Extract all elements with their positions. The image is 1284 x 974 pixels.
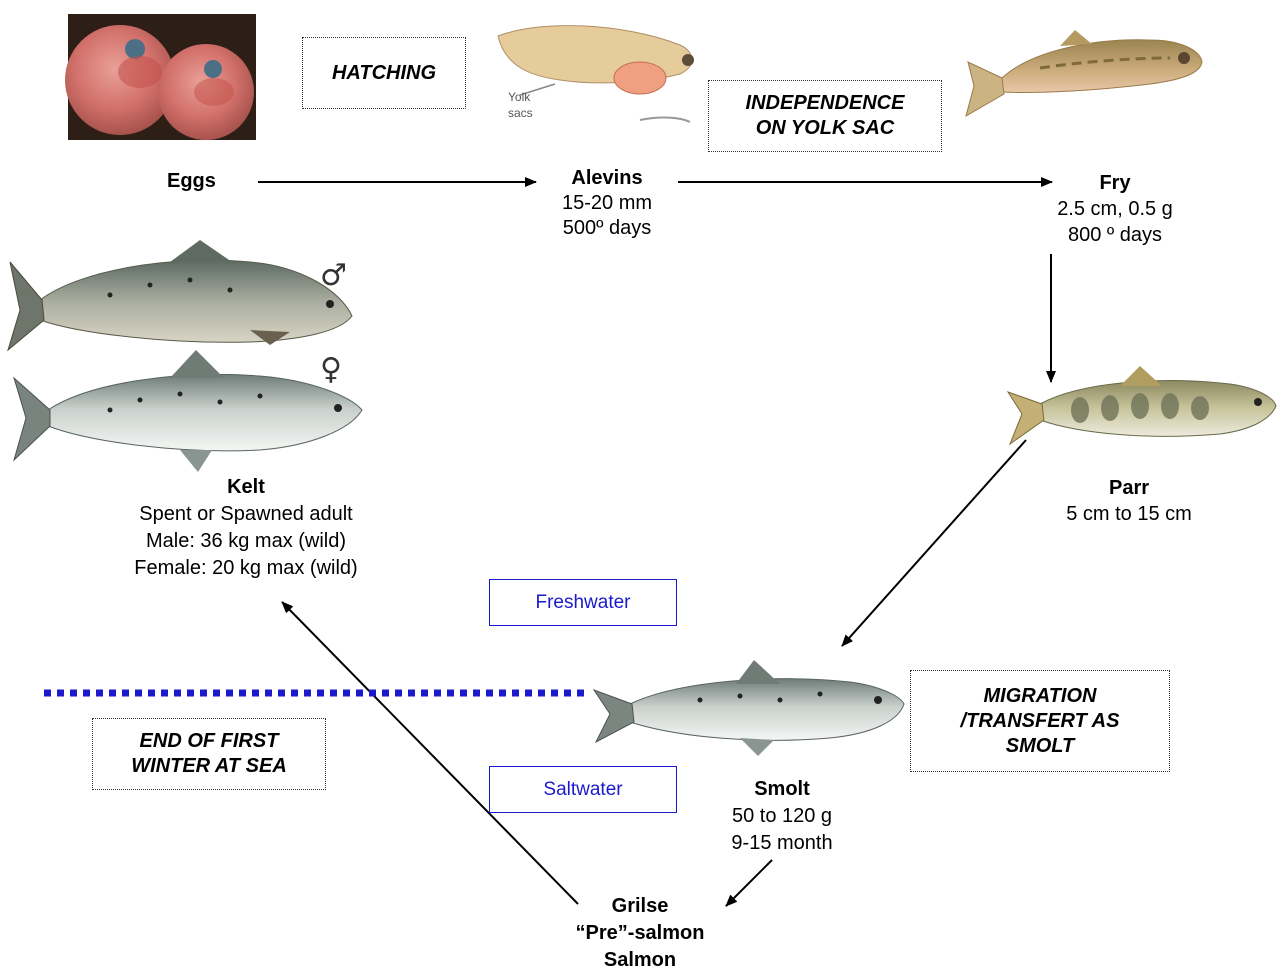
hatching-event-box: HATCHING (302, 37, 466, 109)
alevins-degree-days: 500º days (527, 216, 687, 241)
end-winter-line2: WINTER AT SEA (131, 754, 287, 779)
kelt-description: Spent or Spawned adult (96, 501, 396, 528)
smolt-drawing (594, 660, 904, 756)
yolk-label-line2: sacs (508, 105, 533, 121)
independence-line1: INDEPENDENCE (746, 91, 905, 116)
kelt-stage: Kelt Spent or Spawned adult Male: 36 kg … (96, 474, 396, 582)
migration-line2: /TRANSFERT AS (961, 709, 1120, 734)
parr-name: Parr (1044, 475, 1214, 501)
freshwater-zone-box: Freshwater (489, 579, 677, 626)
smolt-weight: 50 to 120 g (700, 803, 864, 830)
fry-degree-days: 800 º days (1030, 222, 1200, 248)
parr-size: 5 cm to 15 cm (1044, 501, 1214, 527)
kelt-male-max: Male: 36 kg max (wild) (96, 528, 396, 555)
parr-stage: Parr 5 cm to 15 cm (1044, 475, 1214, 527)
smolt-age: 9-15 month (700, 830, 864, 857)
arrow-grilse-to-kelt (282, 602, 578, 904)
fry-size: 2.5 cm, 0.5 g (1030, 196, 1200, 222)
smolt-stage: Smolt 50 to 120 g 9-15 month (700, 776, 864, 857)
male-adult-drawing (8, 240, 352, 350)
male-symbol: ♂ (320, 258, 347, 293)
saltwater-label: Saltwater (543, 779, 622, 801)
kelt-female-max: Female: 20 kg max (wild) (96, 555, 396, 582)
alevins-name: Alevins (527, 166, 687, 191)
independence-line2: ON YOLK SAC (756, 116, 895, 141)
yolk-label-line1: Yolk (508, 89, 533, 105)
alevin-yolk-label: Yolk sacs (508, 89, 533, 121)
alevins-stage: Alevins 15-20 mm 500º days (527, 166, 687, 242)
female-adult-drawing (14, 350, 362, 472)
grilse-name: Grilse (540, 893, 740, 920)
migration-line1: MIGRATION (984, 684, 1097, 709)
fry-stage: Fry 2.5 cm, 0.5 g 800 º days (1030, 170, 1200, 248)
fry-drawing (966, 30, 1202, 116)
fry-name: Fry (1030, 170, 1200, 196)
alevins-length: 15-20 mm (527, 191, 687, 216)
migration-line3: SMOLT (1006, 734, 1075, 759)
migration-event-box: MIGRATION /TRANSFERT AS SMOLT (910, 670, 1170, 772)
eggs-stage-label: Eggs (167, 170, 216, 193)
pre-salmon-name: “Pre”-salmon (540, 920, 740, 947)
independence-event-box: INDEPENDENCE ON YOLK SAC (708, 80, 942, 152)
freshwater-label: Freshwater (535, 592, 630, 614)
smolt-name: Smolt (700, 776, 864, 803)
saltwater-zone-box: Saltwater (489, 766, 677, 813)
female-symbol: ♀ (320, 352, 342, 387)
kelt-name: Kelt (96, 474, 396, 501)
eggs-photo (65, 14, 256, 140)
hatching-label: HATCHING (332, 61, 436, 86)
arrow-parr-to-smolt (842, 440, 1026, 646)
end-of-winter-event-box: END OF FIRST WINTER AT SEA (92, 718, 326, 790)
parr-drawing (1008, 366, 1276, 444)
grilse-stage: Grilse “Pre”-salmon Salmon (540, 893, 740, 974)
end-winter-line1: END OF FIRST (140, 729, 279, 754)
